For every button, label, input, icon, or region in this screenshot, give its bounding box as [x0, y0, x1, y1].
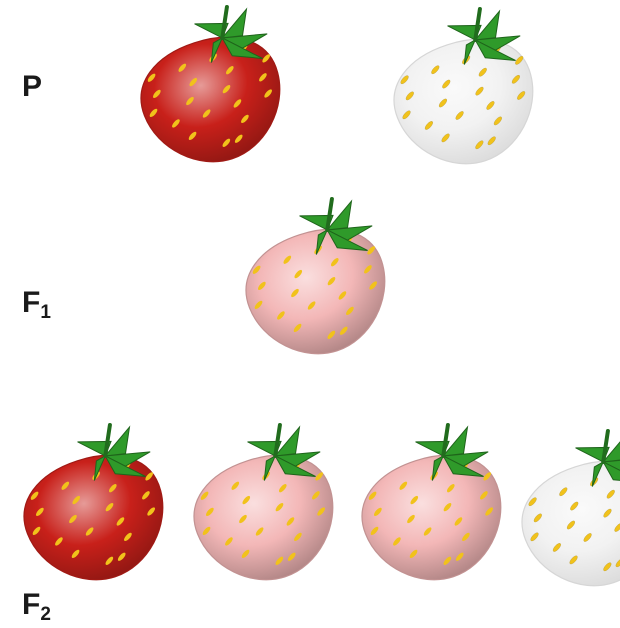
f2-pink-strawberry-1 [175, 430, 355, 590]
strawberry-body [509, 445, 620, 604]
generation-label-p: P [22, 72, 42, 106]
generation-label-f2: F2 [22, 590, 51, 624]
f2-pink-strawberry-2 [343, 430, 523, 590]
f2-red-strawberry [5, 430, 185, 590]
f1-pink-strawberry [227, 204, 407, 364]
parent-white-strawberry [375, 14, 555, 174]
f2-white-strawberry [503, 436, 620, 596]
parent-red-strawberry [122, 12, 302, 172]
generation-label-f1: F1 [22, 288, 51, 322]
